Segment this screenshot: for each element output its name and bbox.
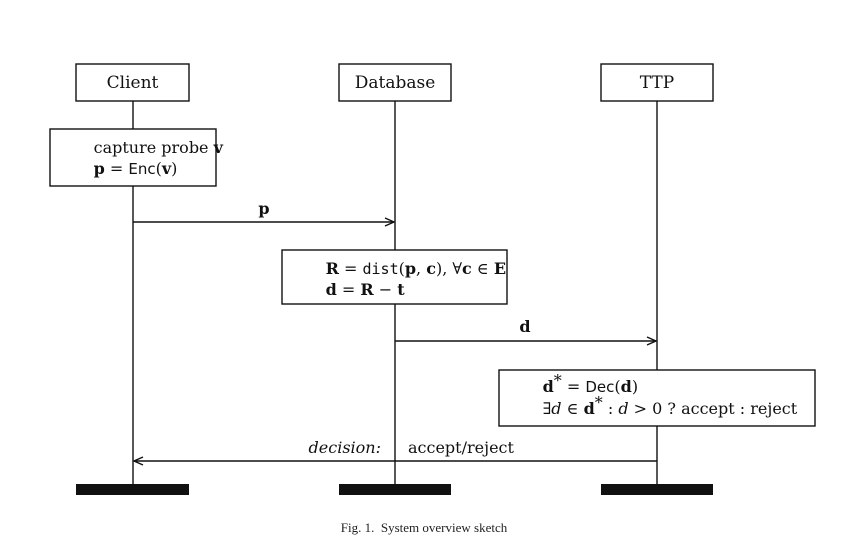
figure-caption: Fig. 1. System overview sketch (341, 520, 508, 535)
message-database-to-ttp: d (395, 317, 658, 346)
message-p-arrowhead (384, 217, 396, 227)
database-process-line1: R = dist(p, c), ∀c ∈ E (290, 259, 531, 278)
message-ttp-to-client: decision: accept/reject (132, 438, 657, 466)
message-p-label: p (258, 199, 269, 218)
actor-database-label: Database (355, 73, 436, 93)
actor-database: Database (338, 63, 452, 102)
client-end-bar (76, 484, 189, 495)
actor-ttp-label: TTP (640, 73, 674, 93)
client-process-box (49, 128, 217, 187)
actor-client-box (75, 63, 190, 102)
message-accept-reject-label: accept/reject (408, 438, 515, 457)
ttp-process: d* = Dec(d) ∃d ∈ d* : d > 0 ? accept : r… (498, 369, 823, 427)
client-process: capture probe v p = Enc(v) (49, 128, 248, 187)
message-decision-arrowhead (132, 456, 144, 466)
message-d-arrowhead (646, 336, 658, 346)
message-d-label: d (519, 317, 530, 336)
message-client-to-database: p (133, 199, 396, 227)
client-process-line2: p = Enc(v) (58, 159, 203, 178)
database-process: R = dist(p, c), ∀c ∈ E d = R − t (281, 249, 531, 305)
client-process-line1: capture probe v (58, 138, 248, 157)
ttp-process-line2: ∃d ∈ d* : d > 0 ? accept : reject (507, 393, 823, 418)
database-process-line2: d = R − t (290, 280, 430, 299)
ttp-process-line1: d* = Dec(d) (507, 371, 664, 396)
actor-ttp-box (600, 63, 714, 102)
actor-client-label: Client (107, 73, 159, 93)
database-end-bar (339, 484, 451, 495)
actor-ttp: TTP (600, 63, 714, 102)
database-process-box (281, 249, 508, 305)
ttp-end-bar (601, 484, 713, 495)
ttp-process-box (498, 369, 816, 427)
message-decision-label: decision: (309, 438, 381, 457)
actor-database-box (338, 63, 452, 102)
actor-client: Client (75, 63, 190, 102)
